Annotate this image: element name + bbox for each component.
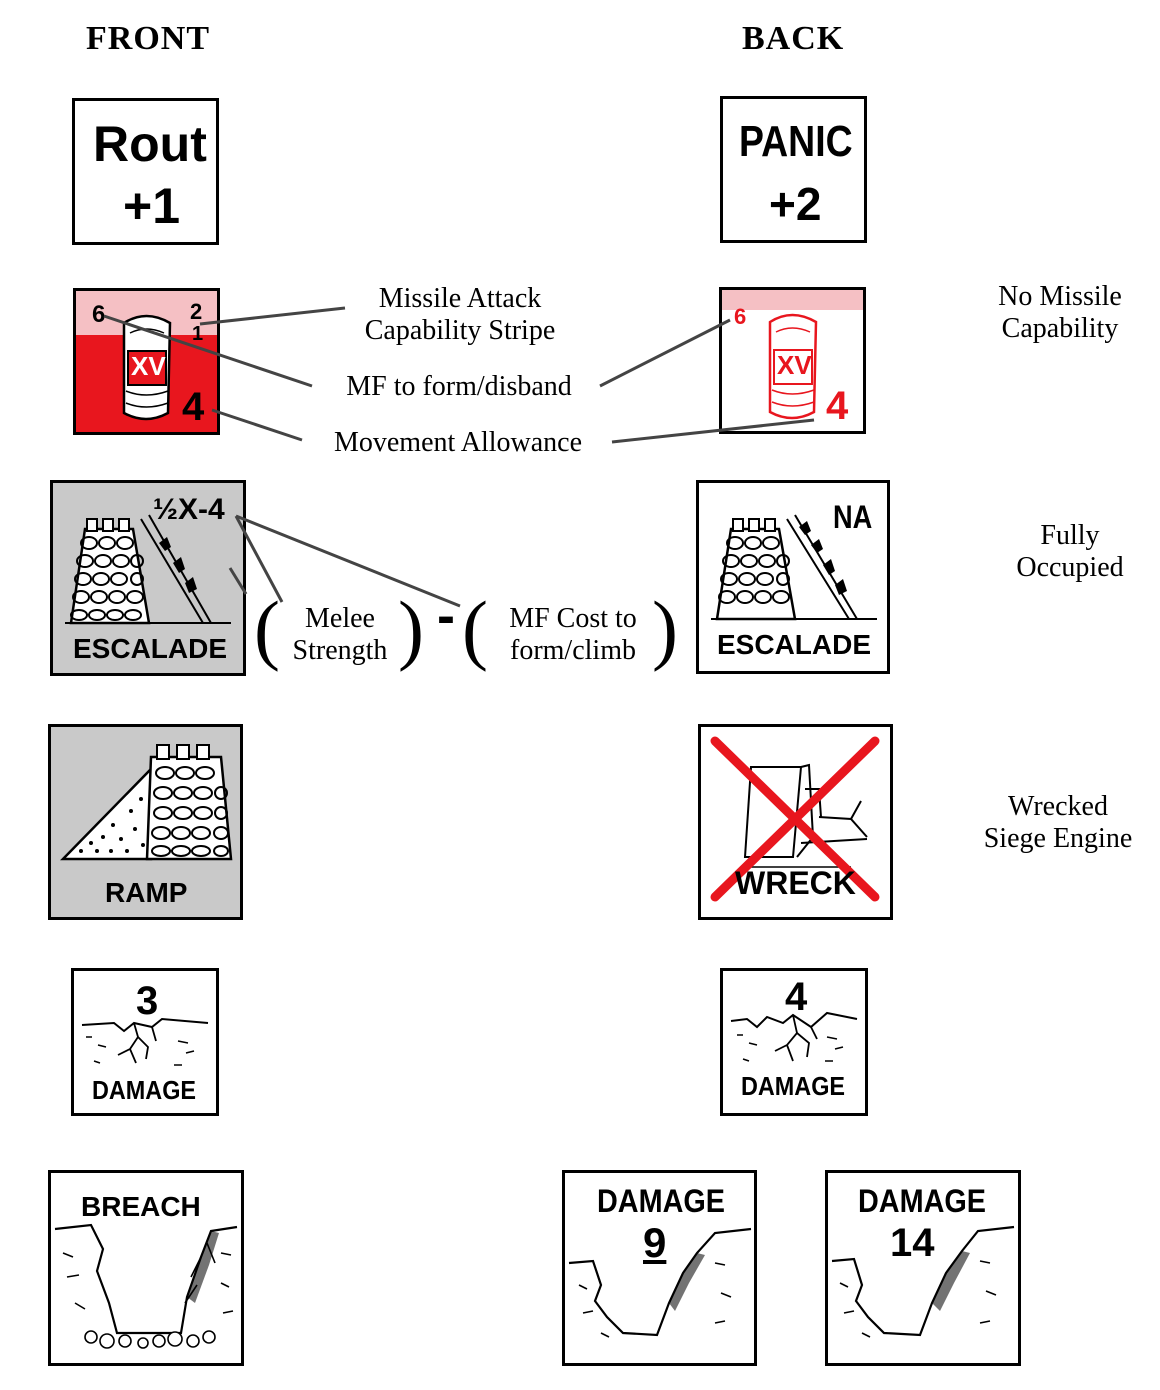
missile-range-value: 2 bbox=[190, 299, 203, 324]
crack-icon bbox=[81, 1017, 209, 1066]
escalade-label: ESCALADE bbox=[73, 633, 228, 664]
missile-stripe-caption: Missile Attack Capability Stripe bbox=[364, 283, 556, 346]
ramp-wall-icon bbox=[60, 744, 233, 861]
form-mf-value: 6 bbox=[734, 304, 747, 329]
damage-9-counter: DAMAGE 9 bbox=[562, 1170, 757, 1366]
breach-label: BREACH bbox=[81, 1191, 201, 1222]
breach-icon bbox=[54, 1223, 238, 1349]
damage-label: DAMAGE bbox=[92, 1075, 197, 1105]
movement-value: 4 bbox=[182, 385, 205, 429]
close-paren: ) bbox=[398, 585, 424, 672]
damage-14-counter: DAMAGE 14 bbox=[825, 1170, 1021, 1366]
mf-form-caption: MF to form/disband bbox=[346, 371, 572, 402]
siege-tower-icon bbox=[768, 313, 818, 420]
damage-label: DAMAGE bbox=[858, 1183, 986, 1219]
pink-stripe bbox=[722, 290, 863, 310]
legion-number: XV bbox=[131, 351, 166, 381]
escalade-na-value: NA bbox=[833, 499, 873, 535]
front-header: FRONT bbox=[86, 20, 210, 57]
damage-back-counter: 4 DAMAGE bbox=[720, 968, 868, 1116]
siege-tower-front-counter: XV 6 2 1 4 bbox=[73, 288, 220, 435]
ramp-counter: RAMP bbox=[48, 724, 243, 920]
damage-front-counter: 3 DAMAGE bbox=[71, 968, 219, 1116]
wreck-label: WRECK bbox=[735, 865, 856, 901]
panic-label: PANIC bbox=[739, 117, 853, 166]
panic-counter: PANIC +2 bbox=[720, 96, 867, 243]
damage-value: 9 bbox=[643, 1219, 667, 1266]
breach-crack-icon bbox=[568, 1227, 752, 1338]
rout-modifier: +1 bbox=[123, 178, 181, 234]
wreck-counter: WRECK bbox=[698, 724, 893, 920]
damage-value: 4 bbox=[785, 975, 808, 1019]
damage-label: DAMAGE bbox=[741, 1071, 846, 1101]
rout-counter: Rout +1 bbox=[72, 98, 219, 245]
damage-label: DAMAGE bbox=[597, 1183, 725, 1219]
movement-allowance-caption: Movement Allowance bbox=[333, 427, 583, 458]
missile-strength-value: 1 bbox=[192, 323, 204, 345]
escalade-front-counter: ½X-4 ESCALADE bbox=[50, 480, 246, 676]
rout-label: Rout bbox=[93, 116, 207, 172]
ramp-label: RAMP bbox=[105, 877, 188, 908]
close-paren: ) bbox=[652, 585, 678, 672]
escalade-back-counter: NA ESCALADE bbox=[696, 480, 890, 674]
panic-modifier: +2 bbox=[769, 178, 822, 230]
wrecked-caption: Wrecked Siege Engine bbox=[983, 791, 1133, 854]
open-paren: ( bbox=[254, 585, 280, 672]
siege-tower-back-counter: XV 6 4 bbox=[719, 287, 866, 434]
back-header: BACK bbox=[742, 20, 845, 57]
damage-value: 14 bbox=[890, 1221, 935, 1265]
movement-value: 4 bbox=[826, 384, 849, 428]
ladder-wall-icon bbox=[65, 514, 231, 625]
ladder-wall-icon bbox=[711, 514, 877, 621]
no-missile-caption: No Missile Capability bbox=[998, 281, 1122, 344]
damage-value: 3 bbox=[136, 979, 159, 1023]
fully-occupied-caption: Fully Occupied bbox=[1016, 520, 1124, 583]
mf-cost-caption: MF Cost to form/climb bbox=[509, 603, 637, 666]
melee-strength-caption: Melee Strength bbox=[292, 603, 388, 666]
form-mf-value: 6 bbox=[92, 301, 106, 328]
breach-counter: BREACH bbox=[48, 1170, 244, 1366]
crack-icon bbox=[730, 1011, 858, 1062]
wrecked-siege-engine-icon bbox=[710, 736, 880, 902]
minus-sign: - bbox=[437, 586, 455, 646]
breach-crack-icon bbox=[831, 1225, 1015, 1338]
legion-number: XV bbox=[777, 350, 812, 380]
open-paren: ( bbox=[462, 585, 488, 672]
escalade-label: ESCALADE bbox=[717, 629, 872, 660]
escalade-strength: ½X-4 bbox=[153, 493, 225, 526]
